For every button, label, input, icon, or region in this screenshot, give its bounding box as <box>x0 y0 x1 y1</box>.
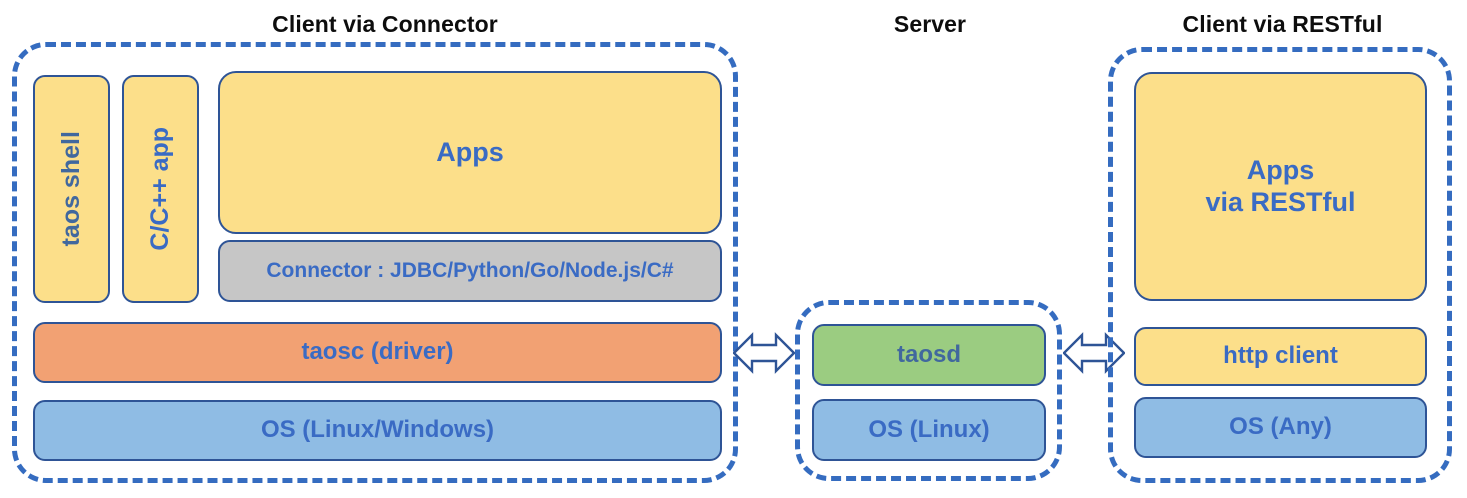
bidirectional-arrow-left <box>733 328 795 378</box>
box-apps-via-restful-line1: Apps <box>1246 154 1315 185</box>
box-http-client-label: http client <box>1223 342 1338 370</box>
box-apps-connector[interactable]: Apps <box>218 71 722 234</box>
group-server <box>795 300 1062 481</box>
box-taos-shell-label: taos shell <box>56 131 85 247</box>
box-apps-via-restful-line2: via RESTful <box>1205 186 1356 217</box>
box-connector-label: Connector : JDBC/Python/Go/Node.js/C# <box>266 258 674 282</box>
box-os-linux-label: OS (Linux) <box>868 415 990 443</box>
box-apps-via-restful[interactable]: Apps via RESTful <box>1134 72 1427 301</box>
box-cpp-app-label: C/C++ app <box>145 127 174 251</box>
box-connector[interactable]: Connector : JDBC/Python/Go/Node.js/C# <box>218 240 722 302</box>
box-taosc-driver[interactable]: taosc (driver) <box>33 322 722 383</box>
box-os-linux-windows[interactable]: OS (Linux/Windows) <box>33 400 722 461</box>
caption-client-via-restful: Client via RESTful <box>1182 11 1383 37</box>
box-os-any-label: OS (Any) <box>1229 413 1332 441</box>
caption-client-via-connector: Client via Connector <box>272 11 498 37</box>
box-taosc-driver-label: taosc (driver) <box>301 338 454 366</box>
box-apps-via-restful-text: Apps via RESTful <box>1205 155 1355 219</box>
group-client-via-restful <box>1108 47 1452 483</box>
group-client-via-connector <box>12 42 738 483</box>
box-taosd[interactable]: taosd <box>812 324 1046 386</box>
box-taosd-label: taosd <box>896 340 961 368</box>
box-cpp-app[interactable]: C/C++ app <box>122 75 199 303</box>
box-os-any[interactable]: OS (Any) <box>1134 397 1427 458</box>
box-taos-shell[interactable]: taos shell <box>33 75 110 303</box>
caption-server: Server <box>893 11 967 37</box>
box-apps-connector-label: Apps <box>436 136 504 167</box>
box-http-client[interactable]: http client <box>1134 327 1427 386</box>
box-os-linux-windows-label: OS (Linux/Windows) <box>260 416 495 444</box>
box-os-linux[interactable]: OS (Linux) <box>812 399 1046 461</box>
